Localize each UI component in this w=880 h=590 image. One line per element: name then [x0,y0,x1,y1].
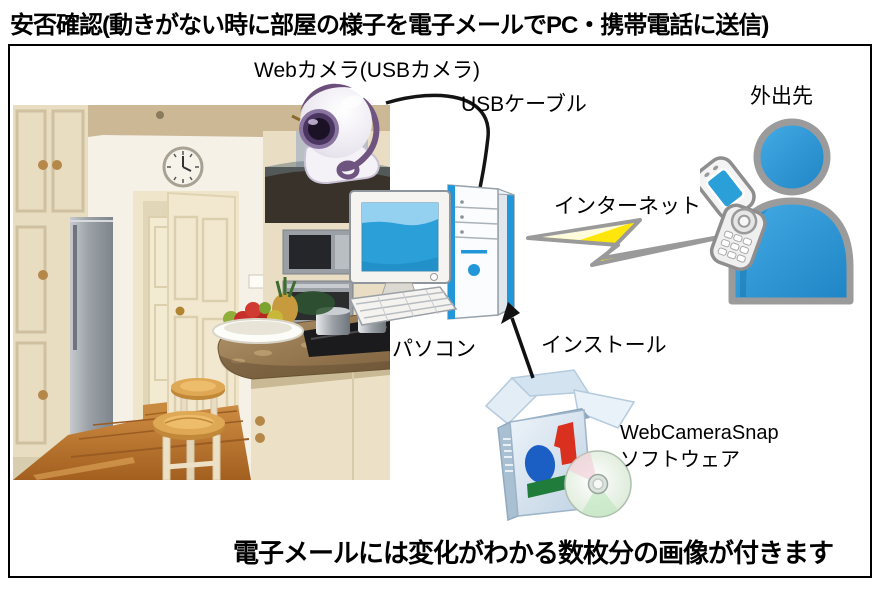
cd-disc-icon [564,450,632,518]
mobile-phone [700,156,767,271]
fruit-bowl [212,277,335,344]
pc-keyboard [348,286,458,326]
software-name: WebCameraSnap [620,422,779,444]
kitchen-clock [162,146,204,188]
desktop-pc-icon [348,184,515,326]
pc-monitor [349,190,451,296]
person-with-phone-icon [700,118,854,305]
kitchen-fridge [70,217,113,445]
usb-cable-label: USBケーブル [461,93,587,116]
page-title: 安否確認(動きがない時に部屋の様子を電子メールでPC・携帯電話に送信) [10,12,769,39]
software-type: ソフトウェア [620,449,740,471]
pc-label: パソコン [392,338,476,361]
kitchen-stools [153,378,225,480]
webcam-icon [291,83,380,185]
footer-note: 電子メールには変化がわかる数枚分の画像が付きます [233,538,834,568]
light-switch [248,274,265,289]
internet-label: インターネット [554,195,701,218]
pc-tower [447,184,515,320]
software-box-icon [484,369,636,522]
kitchen-photo [13,105,390,480]
webcam-label: Webカメラ(USBカメラ) [254,59,480,82]
install-label: インストール [541,334,667,357]
away-label: 外出先 [750,85,813,108]
usb-cable-line [385,93,490,189]
software-label: WebCameraSnap ソフトウェア [620,420,779,474]
install-arrow [501,302,535,379]
